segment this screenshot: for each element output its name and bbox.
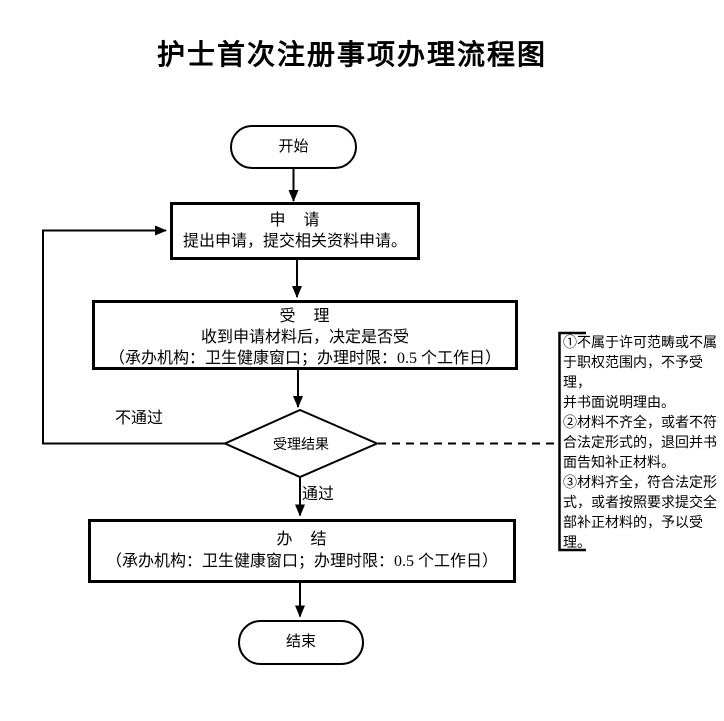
node-accept: 受 理 收到申请材料后，决定是否受 （承办机构：卫生健康窗口；办理时限：0.5 … bbox=[92, 300, 518, 370]
accept-line1: 收到申请材料后，决定是否受 bbox=[200, 329, 409, 346]
notes-panel: ①不属于许可范畴或不属 于职权范围内，不予受理， 并书面说明理由。 ②材料不齐全… bbox=[563, 336, 717, 551]
page-title: 护士首次注册事项办理流程图 bbox=[156, 40, 547, 71]
apply-desc: 提出申请，提交相关资料申请。 bbox=[182, 233, 407, 250]
start-label: 开始 bbox=[278, 138, 309, 155]
node-start: 开始 bbox=[230, 125, 357, 169]
apply-title: 申 请 bbox=[269, 212, 321, 229]
decision-diamond bbox=[222, 408, 380, 479]
notes-bracket bbox=[558, 331, 586, 552]
edge-label-pass: 通过 bbox=[302, 486, 335, 503]
decision-label-text: 受理结果 bbox=[273, 438, 329, 453]
accept-line2: （承办机构：卫生健康窗口；办理时限：0.5 个工作日） bbox=[108, 350, 501, 367]
node-end: 结束 bbox=[238, 620, 364, 665]
node-finish: 办 结 （承办机构：卫生健康窗口；办理时限：0.5 个工作日） bbox=[88, 519, 516, 583]
arrow-reject-loop bbox=[42, 225, 225, 445]
finish-title: 办 结 bbox=[276, 531, 328, 548]
accept-title: 受 理 bbox=[279, 308, 331, 325]
end-label: 结束 bbox=[285, 634, 316, 650]
finish-line1: （承办机构：卫生健康窗口；办理时限：0.5 个工作日） bbox=[105, 553, 498, 570]
edge-label-reject: 不通过 bbox=[99, 411, 179, 427]
decision-node-label: 受理结果 bbox=[225, 412, 377, 476]
node-apply: 申 请 提出申请，提交相关资料申请。 bbox=[170, 202, 420, 260]
